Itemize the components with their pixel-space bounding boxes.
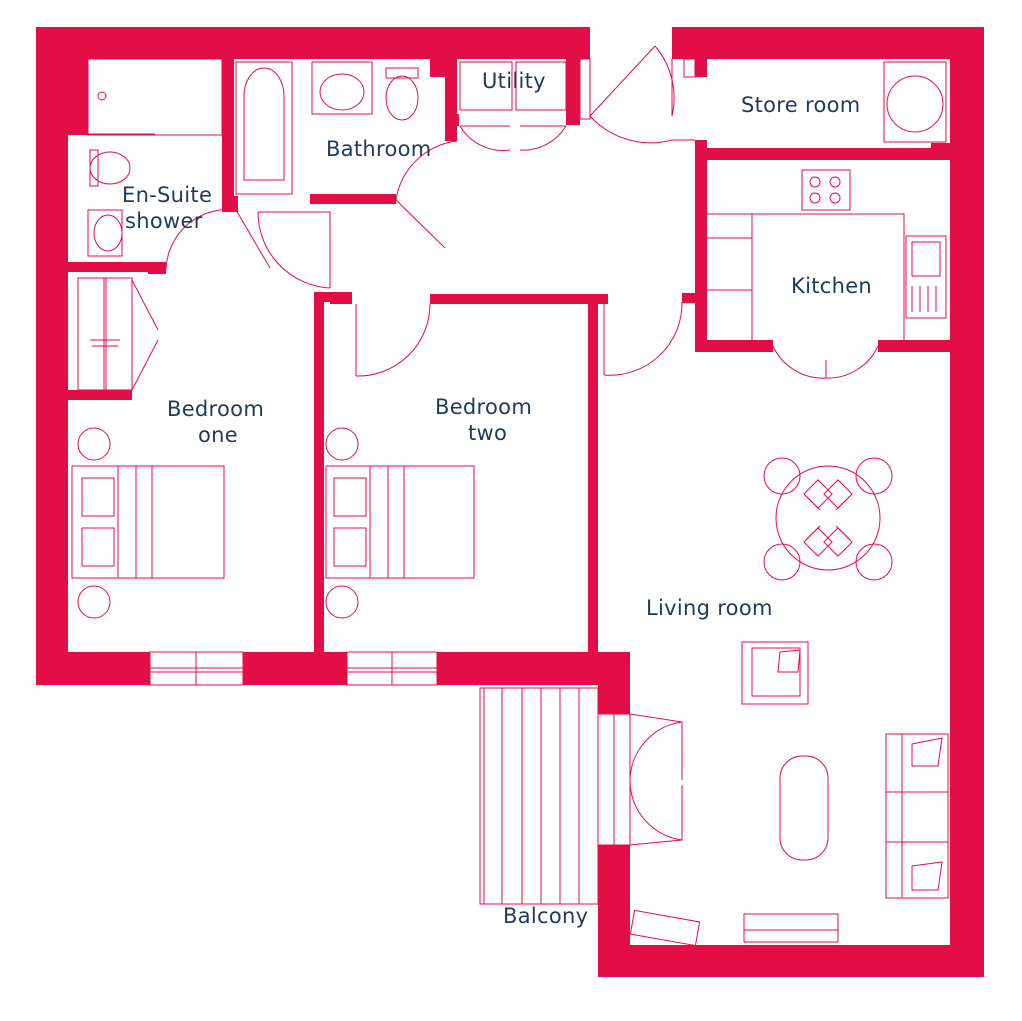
- wall-store-bottom: [695, 148, 931, 160]
- wall-store-left: [695, 59, 707, 77]
- kitchen-worktop: [707, 213, 905, 340]
- wall-kitchen-bottom-right: [878, 340, 950, 352]
- entrance-door: [589, 45, 675, 117]
- balcony-french-doors: [629, 713, 683, 846]
- wall-ensuite-door-nub: [148, 262, 166, 274]
- kitchen-hob: [801, 169, 851, 211]
- wall-bathroom-nub: [430, 59, 457, 77]
- wall-utility-right: [566, 59, 580, 125]
- label-ensuite-line1: En-Suite: [122, 183, 212, 207]
- wall-bathroom-left: [222, 59, 234, 209]
- room-labels: Utility Store room Bathroom En-Suite sho…: [122, 69, 872, 928]
- wall-right: [950, 27, 984, 977]
- sofa: [885, 733, 949, 899]
- label-bedroom-one-line1: Bedroom: [167, 397, 264, 421]
- wall-bottom-left-1: [36, 652, 150, 685]
- wall-bed2-top: [430, 294, 608, 304]
- wall-bed2-living-divider: [588, 294, 598, 662]
- bed-bedroom-two: [325, 427, 475, 619]
- wall-bottom-left-2: [243, 652, 347, 685]
- label-ensuite-line2: shower: [125, 209, 203, 233]
- bed-bedroom-one: [71, 427, 225, 619]
- wall-bed1-top: [314, 292, 334, 302]
- walls: [36, 27, 984, 977]
- bedroom-two-door: [355, 303, 431, 377]
- wall-kitchen-bottom-left: [695, 340, 773, 352]
- side-table: [629, 909, 701, 947]
- wall-top-left: [36, 27, 590, 59]
- label-bedroom-two-line2: two: [468, 421, 507, 445]
- ensuite-toilet: [89, 151, 131, 185]
- wall-left-upper-thick: [36, 27, 88, 135]
- wall-utility-nub: [445, 114, 459, 126]
- coffee-table: [779, 755, 829, 861]
- label-bedroom-two-line1: Bedroom: [435, 395, 532, 419]
- wall-kitchen-nub: [682, 293, 707, 303]
- doors: [131, 45, 879, 846]
- bathroom-toilet: [385, 75, 419, 121]
- label-kitchen: Kitchen: [791, 274, 872, 298]
- wardrobe-doors: [131, 279, 159, 391]
- wall-balcony-pier: [598, 652, 630, 714]
- wall-kitchen-left: [695, 160, 707, 345]
- label-living-room: Living room: [646, 596, 773, 620]
- wardrobe: [77, 277, 133, 391]
- bathroom-basin: [311, 61, 373, 115]
- living-room-door: [603, 301, 683, 376]
- ensuite-basin: [87, 209, 123, 257]
- balcony-deck: [479, 687, 599, 905]
- furniture: [71, 58, 949, 947]
- wall-top-right: [672, 27, 984, 59]
- store-room-appliance: [883, 61, 947, 143]
- wall-bathroom-bottom-b: [222, 196, 238, 212]
- label-balcony: Balcony: [503, 904, 588, 928]
- label-utility: Utility: [482, 69, 546, 93]
- bedroom-one-door: [257, 211, 331, 289]
- ensuite-door: [165, 208, 271, 271]
- wall-bed1-bed2-divider: [314, 296, 324, 662]
- wall-wardrobe-bottom: [36, 390, 132, 400]
- utility-cupboard-right: [515, 61, 567, 111]
- wall-living-bottom: [598, 945, 984, 977]
- armchair: [741, 641, 809, 705]
- shower-tray: [87, 58, 223, 136]
- utility-doors: [459, 125, 567, 151]
- windows: [149, 651, 631, 846]
- wall-left: [36, 27, 68, 685]
- label-store-room: Store room: [741, 93, 861, 117]
- wall-bed2-top-nub: [330, 292, 352, 304]
- label-bathroom: Bathroom: [326, 137, 432, 161]
- bathtub: [235, 61, 293, 195]
- kitchen-sink: [905, 235, 947, 319]
- wall-bathroom-bottom: [310, 194, 396, 204]
- tv-unit: [743, 913, 839, 943]
- dining-table: [763, 457, 893, 581]
- bathroom-door: [395, 140, 458, 249]
- wall-ensuite-bottom: [36, 262, 166, 272]
- utility-cupboard-left: [459, 61, 513, 111]
- label-bedroom-one-line2: one: [198, 423, 238, 447]
- wall-store-bottom-r: [931, 143, 950, 160]
- kitchen-doors: [772, 345, 879, 379]
